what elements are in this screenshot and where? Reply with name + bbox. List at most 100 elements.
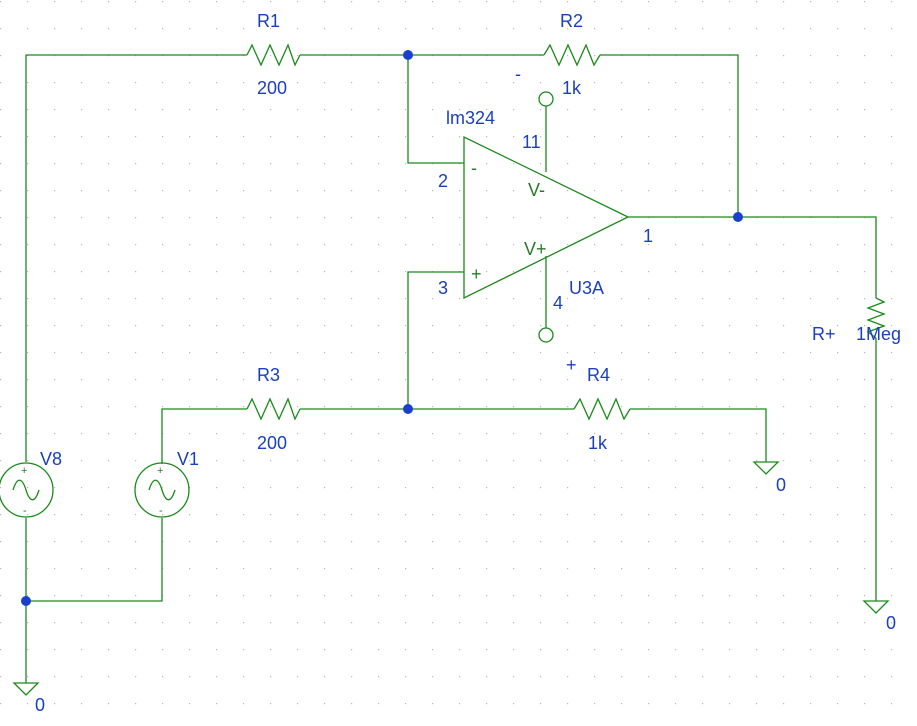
grid-dot (54, 244, 56, 246)
grid-dot (0, 487, 2, 489)
grid-dot (783, 244, 785, 246)
grid-dot (513, 28, 515, 30)
grid-dot (810, 703, 812, 705)
grid-dot (270, 217, 272, 219)
grid-dot (729, 406, 731, 408)
grid-dot (648, 514, 650, 516)
grid-dot (108, 676, 110, 678)
grid-dot (675, 28, 677, 30)
grid-dot (162, 1, 164, 3)
grid-dot (891, 136, 893, 138)
grid-dot (540, 28, 542, 30)
grid-dot (324, 622, 326, 624)
grid-dot (621, 298, 623, 300)
grid-dot (837, 298, 839, 300)
grid-dot (81, 568, 83, 570)
grid-dot (54, 649, 56, 651)
grid-dot (432, 190, 434, 192)
grid-dot (702, 568, 704, 570)
grid-dot (621, 622, 623, 624)
grid-dot (864, 28, 866, 30)
grid-dot (756, 487, 758, 489)
grid-dot (891, 676, 893, 678)
grid-dot (54, 28, 56, 30)
grid-dot (594, 109, 596, 111)
grid-dot (0, 541, 2, 543)
grid-dot (540, 460, 542, 462)
grid-dot (837, 55, 839, 57)
grid-dot (675, 82, 677, 84)
grid-dot (297, 541, 299, 543)
grid-dot (864, 325, 866, 327)
grid-dot (216, 298, 218, 300)
grid-dot (378, 1, 380, 3)
grid-dot (513, 352, 515, 354)
grid-dot (216, 352, 218, 354)
grid-dot (108, 487, 110, 489)
grid-dot (270, 676, 272, 678)
grid-dot (189, 649, 191, 651)
grid-dot (810, 109, 812, 111)
grid-dot (81, 433, 83, 435)
grid-dot (135, 28, 137, 30)
grid-dot (594, 703, 596, 705)
grid-dot (162, 298, 164, 300)
grid-dot (621, 352, 623, 354)
grid-dot (135, 1, 137, 3)
grid-dot (324, 703, 326, 705)
grid-dot (783, 271, 785, 273)
grid-dot (810, 271, 812, 273)
grid-dot (837, 352, 839, 354)
grid-dot (567, 271, 569, 273)
grid-dot (351, 460, 353, 462)
grid-dot (405, 109, 407, 111)
grid-dot (567, 676, 569, 678)
grid-dot (297, 649, 299, 651)
grid-dot (216, 676, 218, 678)
minus-marker: - (515, 64, 521, 84)
grid-dot (675, 541, 677, 543)
grid-dot (216, 433, 218, 435)
grid-dot (108, 136, 110, 138)
grid-dot (243, 406, 245, 408)
grid-dot (378, 190, 380, 192)
grid-dot (621, 82, 623, 84)
grid-dot (810, 55, 812, 57)
grid-dot (621, 190, 623, 192)
inverting-pin-number: 2 (438, 171, 448, 191)
grid-dot (567, 28, 569, 30)
grid-dot (243, 595, 245, 597)
grid-dot (243, 136, 245, 138)
grid-dot (837, 163, 839, 165)
grid-dot (243, 28, 245, 30)
grid-dot (810, 298, 812, 300)
grid-dot (108, 622, 110, 624)
grid-dot (729, 487, 731, 489)
grid-dot (216, 406, 218, 408)
grid-dot (324, 136, 326, 138)
grid-dot (135, 190, 137, 192)
grid-dot (297, 703, 299, 705)
grid-dot (891, 163, 893, 165)
grid-dot (27, 217, 29, 219)
grid-dot (675, 703, 677, 705)
grid-dot (405, 1, 407, 3)
grid-dot (324, 1, 326, 3)
grid-dot (729, 703, 731, 705)
grid-dot (81, 190, 83, 192)
grid-dot (702, 406, 704, 408)
grid-dot (189, 568, 191, 570)
grid-dot (27, 325, 29, 327)
grid-dot (486, 271, 488, 273)
grid-dot (324, 298, 326, 300)
grid-dot (108, 163, 110, 165)
grid-dot (891, 109, 893, 111)
grid-dot (270, 541, 272, 543)
grid-dot (270, 136, 272, 138)
ground-load (862, 600, 890, 614)
grid-dot (81, 406, 83, 408)
grid-dot (837, 379, 839, 381)
grid-dot (405, 190, 407, 192)
grid-dot (864, 568, 866, 570)
grid-dot (810, 28, 812, 30)
